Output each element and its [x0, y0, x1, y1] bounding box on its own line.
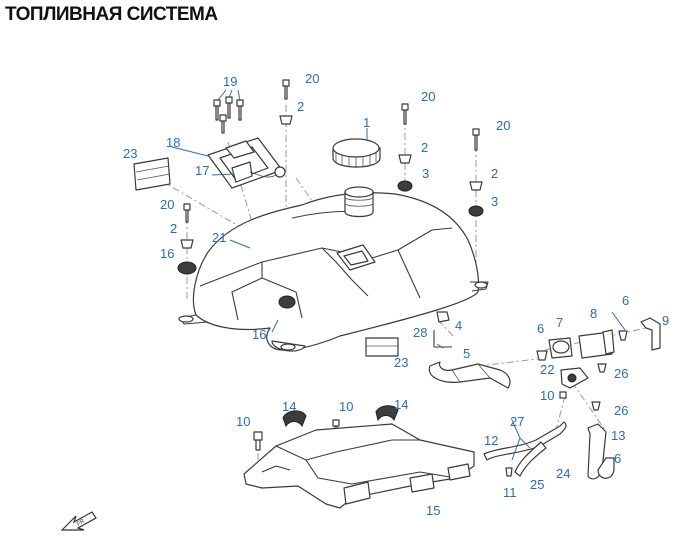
callout-14-a: 14 [282, 399, 296, 414]
callout-2-b: 2 [421, 140, 428, 155]
callout-19: 19 [223, 74, 237, 89]
hoses [483, 421, 615, 480]
callout-7: 7 [556, 315, 563, 330]
fuel-level-sensor [207, 96, 286, 189]
callout-27: 27 [510, 414, 524, 429]
washers [180, 115, 483, 249]
breather-hose [428, 311, 511, 389]
svg-text:FR: FR [76, 518, 87, 528]
bolts [183, 79, 480, 223]
clamps [282, 405, 399, 428]
mounting-bracket [243, 423, 475, 509]
callout-24: 24 [556, 466, 570, 481]
callout-6-c: 6 [614, 451, 621, 466]
callout-13: 13 [611, 428, 625, 443]
fuel-line-assembly [536, 317, 661, 411]
callout-9: 9 [662, 313, 669, 328]
front-direction-arrow-icon: FR [60, 511, 97, 531]
callout-2-c: 2 [491, 166, 498, 181]
callout-6-a: 6 [537, 321, 544, 336]
side-panels [133, 157, 399, 357]
callout-21: 21 [212, 230, 226, 245]
callout-22: 22 [540, 362, 554, 377]
callout-10-a: 10 [540, 388, 554, 403]
callout-28: 28 [413, 325, 427, 340]
leader-lines [171, 89, 626, 461]
callout-3-b: 3 [491, 194, 498, 209]
callout-14-b: 14 [394, 397, 408, 412]
callout-26-b: 26 [614, 403, 628, 418]
callout-23-b: 23 [394, 355, 408, 370]
callout-11: 11 [503, 485, 517, 500]
callout-15: 15 [426, 503, 440, 518]
callout-10-b: 10 [236, 414, 250, 429]
callout-20-b: 20 [421, 89, 435, 104]
callout-2-a: 2 [297, 99, 304, 114]
callout-12: 12 [484, 433, 498, 448]
callout-16-b: 16 [252, 327, 266, 342]
callout-20-a: 20 [305, 71, 319, 86]
callout-4: 4 [455, 318, 462, 333]
page-title: ТОПЛИВНАЯ СИСТЕМА [5, 4, 218, 25]
fuel-tank [178, 186, 489, 352]
callout-3-a: 3 [422, 166, 429, 181]
callout-1: 1 [363, 115, 370, 130]
callout-20-c: 20 [496, 118, 510, 133]
callout-18: 18 [166, 135, 180, 150]
callout-17: 17 [195, 163, 209, 178]
callout-23-a: 23 [123, 146, 137, 161]
callout-labels: 1 2 2 2 2 3 3 4 5 6 6 6 7 8 9 10 10 10 1… [123, 71, 669, 518]
fuel-cap [332, 138, 381, 168]
callout-10-c: 10 [339, 399, 353, 414]
callout-25: 25 [530, 477, 544, 492]
callout-2-d: 2 [170, 221, 177, 236]
callout-8: 8 [590, 306, 597, 321]
callout-20-d: 20 [160, 197, 174, 212]
grommets [177, 180, 484, 309]
callout-26-a: 26 [614, 366, 628, 381]
callout-5: 5 [463, 346, 470, 361]
callout-16-a: 16 [160, 246, 174, 261]
callout-6-b: 6 [622, 293, 629, 308]
